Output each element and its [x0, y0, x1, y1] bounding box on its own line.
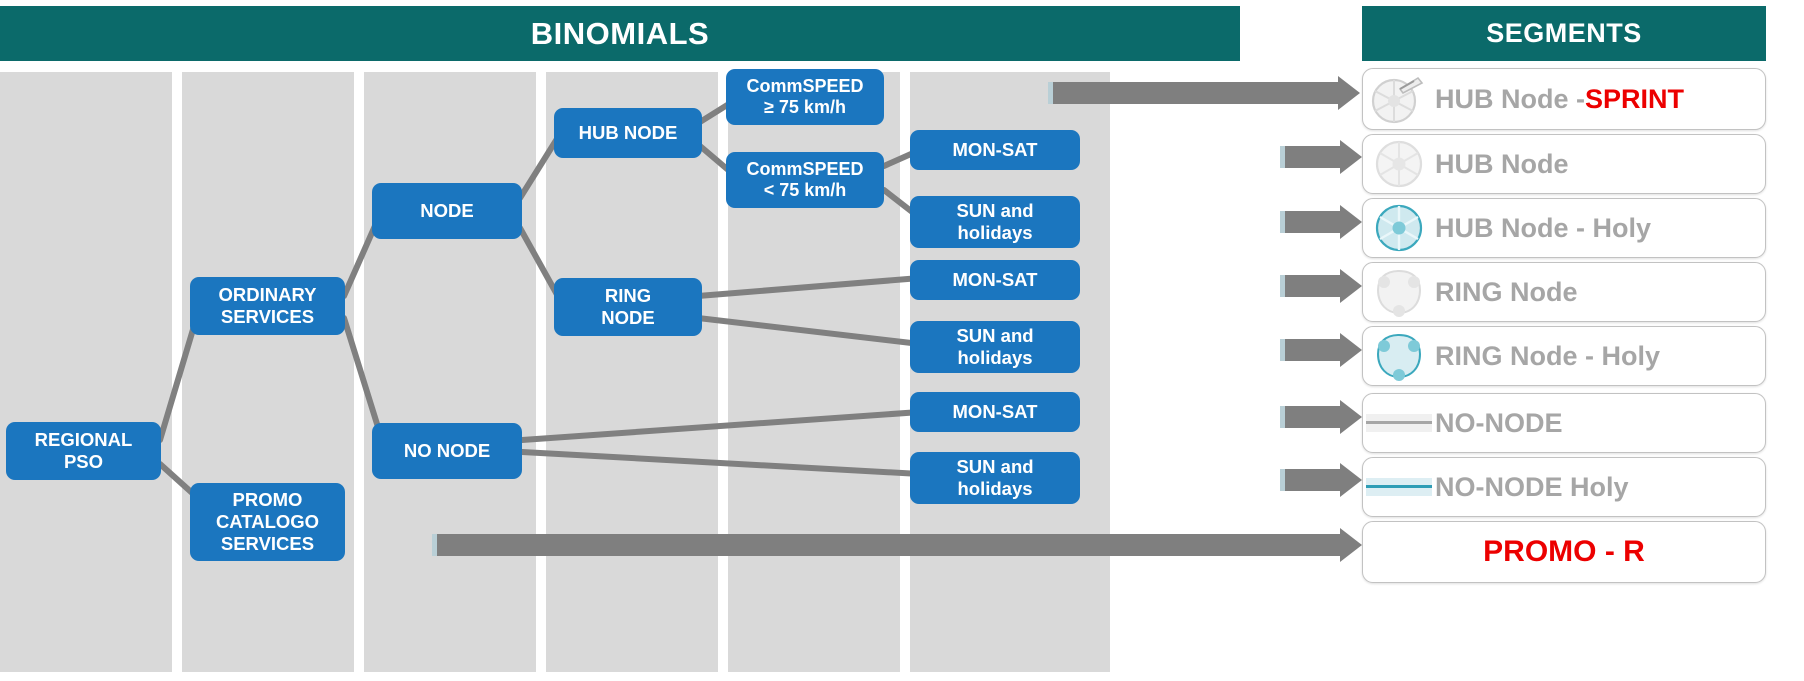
node-label: SERVICES [220, 306, 315, 327]
node-sun-holidays-hub[interactable]: SUN and holidays [910, 196, 1080, 248]
node-label: ≥ 75 km/h [764, 97, 846, 117]
segment-row-no-node[interactable]: NO-NODE [1362, 393, 1766, 453]
node-label: REGIONAL [34, 429, 133, 451]
segment-row-ring-node-holy[interactable]: RING Node - Holy [1362, 326, 1766, 386]
node-label: PROMO [232, 489, 303, 511]
node-label: SUN and [956, 200, 1034, 222]
node-hub-node[interactable]: HUB NODE [554, 108, 702, 158]
segment-label: PROMO - R [1483, 535, 1645, 569]
segment-label: HUB Node -SPRINT [1435, 84, 1684, 115]
segment-label: HUB Node [1435, 149, 1569, 180]
line-glyph [1366, 478, 1432, 496]
arrow-to-hub-node-holy [1280, 205, 1362, 239]
ring-node-holy-icon [1363, 327, 1435, 385]
node-regional-pso[interactable]: REGIONAL PSO [6, 422, 161, 480]
segment-label-text: RING Node [1435, 276, 1578, 307]
segment-label-text: PROMO - R [1483, 535, 1645, 568]
arrow-to-no-node-holy [1280, 463, 1362, 497]
segments-panel-header: SEGMENTS [1362, 6, 1766, 61]
arrow-to-ring-node [1280, 269, 1362, 303]
node-label: < 75 km/h [763, 180, 847, 200]
segment-label: NO-NODE [1435, 408, 1563, 439]
node-mon-sat-hub[interactable]: MON-SAT [910, 130, 1080, 170]
node-commspeed-lt-75[interactable]: CommSPEED < 75 km/h [726, 152, 884, 208]
segment-row-hub-node-holy[interactable]: HUB Node - Holy [1362, 198, 1766, 258]
segment-label-suffix: SPRINT [1585, 83, 1685, 114]
node-mon-sat-ring[interactable]: MON-SAT [910, 260, 1080, 300]
node-label: NODE [601, 307, 655, 328]
hub-wheel-icon [1363, 135, 1435, 193]
segment-label: RING Node - Holy [1435, 341, 1660, 372]
arrow-to-promo-r [432, 528, 1362, 562]
column-band-2 [182, 72, 354, 672]
segment-label: NO-NODE Holy [1435, 472, 1629, 503]
node-label: holidays [957, 478, 1033, 499]
node-label: SUN and [956, 325, 1034, 347]
node-label: ORDINARY [218, 284, 317, 306]
node-label: CATALOGO [215, 511, 320, 533]
node-label: HUB NODE [578, 122, 678, 144]
node-promo-catalogo-services[interactable]: PROMO CATALOGO SERVICES [190, 483, 345, 561]
segment-row-promo-r[interactable]: PROMO - R [1362, 521, 1766, 583]
column-band-4 [546, 72, 718, 672]
segment-label-text: NO-NODE [1435, 407, 1563, 438]
column-band-3 [364, 72, 536, 672]
node-label: CommSPEED [746, 158, 864, 179]
line-segment-holy-icon [1363, 458, 1435, 516]
node-label: MON-SAT [952, 401, 1038, 423]
node-label: PSO [63, 451, 104, 472]
hub-wheel-holy-icon [1363, 199, 1435, 257]
column-band-1 [0, 72, 172, 672]
node-ordinary-services[interactable]: ORDINARY SERVICES [190, 277, 345, 335]
ring-node-icon [1363, 263, 1435, 321]
node-label: SERVICES [220, 532, 315, 554]
line-glyph [1366, 414, 1432, 432]
node-commspeed-ge-75[interactable]: CommSPEED ≥ 75 km/h [726, 69, 884, 125]
node-label: NO NODE [403, 440, 491, 462]
node-label: RING [604, 285, 652, 307]
node-label: CommSPEED [746, 75, 864, 96]
segment-label-text: HUB Node [1435, 148, 1569, 179]
hub-wheel-sprint-icon [1363, 69, 1435, 129]
binomials-panel-header: BINOMIALS [0, 6, 1240, 61]
arrow-to-hub-node-sprint [1048, 76, 1360, 110]
node-sun-holidays-no-node[interactable]: SUN and holidays [910, 452, 1080, 504]
node-label: SUN and [956, 456, 1034, 478]
segment-label-text: NO-NODE Holy [1435, 471, 1629, 502]
node-label: NODE [420, 200, 474, 222]
segment-label-text: RING Node - Holy [1435, 340, 1661, 371]
segment-row-hub-node[interactable]: HUB Node [1362, 134, 1766, 194]
node-node[interactable]: NODE [372, 183, 522, 239]
segment-row-ring-node[interactable]: RING Node [1362, 262, 1766, 322]
node-label: MON-SAT [952, 269, 1038, 291]
node-mon-sat-no-node[interactable]: MON-SAT [910, 392, 1080, 432]
node-label: holidays [957, 222, 1033, 243]
segment-label-text: HUB Node - [1435, 83, 1585, 114]
segment-label: RING Node [1435, 277, 1578, 308]
arrow-to-hub-node [1280, 140, 1362, 174]
segment-row-no-node-holy[interactable]: NO-NODE Holy [1362, 457, 1766, 517]
arrow-to-no-node [1280, 400, 1362, 434]
node-ring-node[interactable]: RING NODE [554, 278, 702, 336]
node-label: MON-SAT [952, 139, 1038, 161]
segment-label: HUB Node - Holy [1435, 213, 1651, 244]
node-no-node[interactable]: NO NODE [372, 423, 522, 479]
node-sun-holidays-ring[interactable]: SUN and holidays [910, 321, 1080, 373]
line-segment-icon [1363, 394, 1435, 452]
arrow-to-ring-node-holy [1280, 333, 1362, 367]
node-label: holidays [957, 347, 1033, 368]
segment-label-text: HUB Node - Holy [1435, 212, 1651, 243]
segment-row-hub-node-sprint[interactable]: HUB Node -SPRINT [1362, 68, 1766, 130]
